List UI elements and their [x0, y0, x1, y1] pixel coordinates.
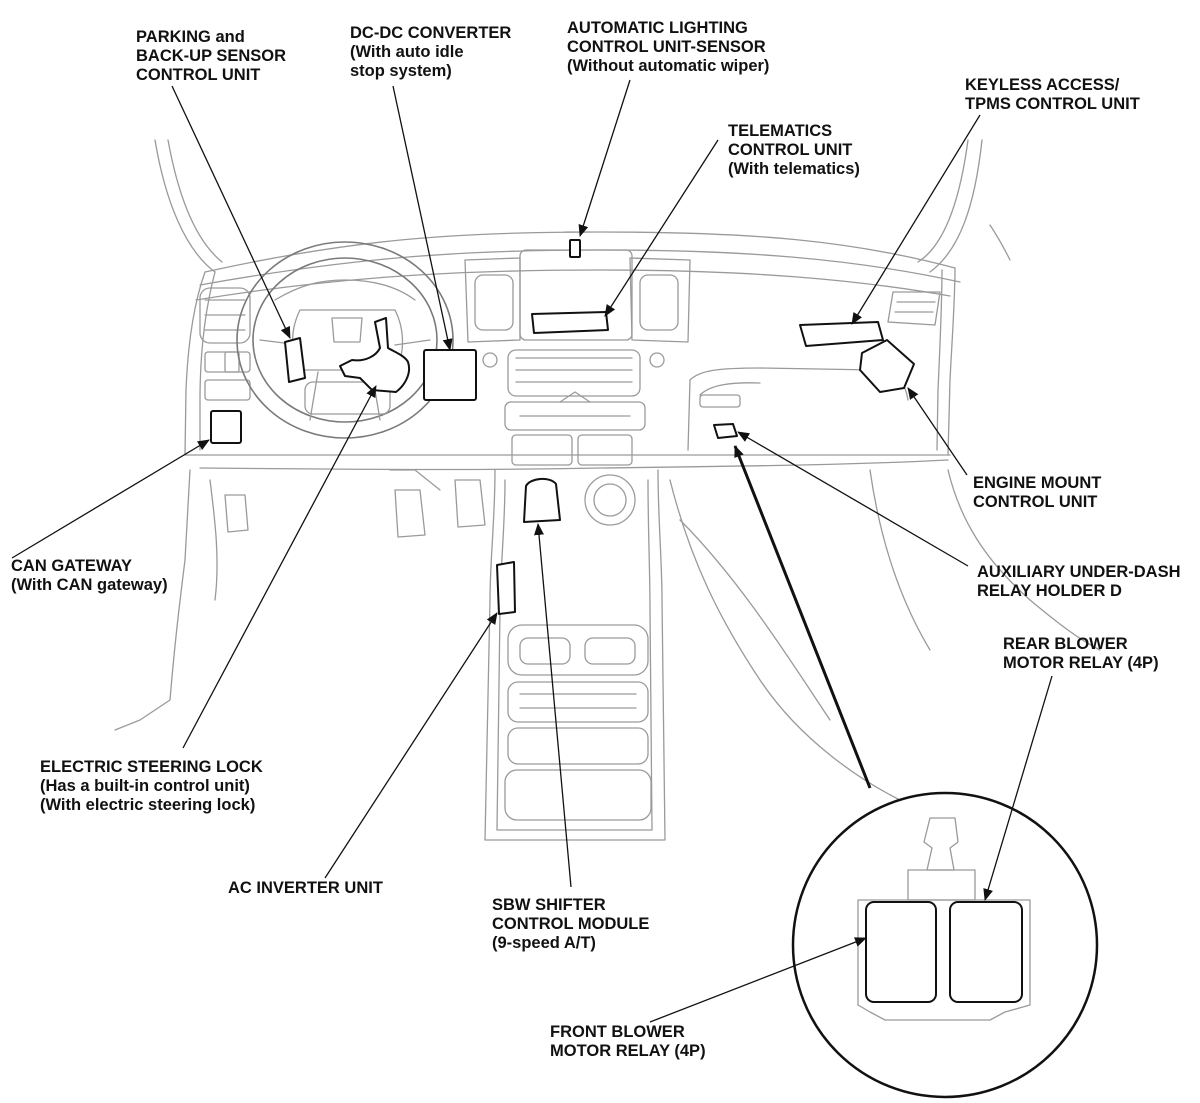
label-auto-lighting-sensor: AUTOMATIC LIGHTING CONTROL UNIT-SENSOR (…	[567, 19, 770, 75]
ac-inverter-unit	[496, 561, 516, 615]
parking-sensor-unit	[284, 337, 306, 383]
leader-ac-inverter	[324, 612, 498, 879]
label-can-gateway: CAN GATEWAY (With CAN gateway)	[11, 557, 168, 594]
leader-engine-mount	[907, 387, 968, 476]
label-front-blower-relay: FRONT BLOWER MOTOR RELAY (4P)	[550, 1023, 706, 1060]
leader-front-blower	[649, 937, 867, 1023]
engine-mount-unit	[859, 339, 915, 393]
leader-lines	[11, 79, 1053, 1023]
rear-blower-relay	[949, 901, 1023, 1003]
keyless-access-unit	[799, 321, 884, 347]
relay-detail-inset	[791, 791, 1099, 1099]
label-engine-mount: ENGINE MOUNT CONTROL UNIT	[973, 474, 1102, 511]
label-rear-blower-relay: REAR BLOWER MOTOR RELAY (4P)	[1003, 635, 1159, 672]
label-electric-steering-lock: ELECTRIC STEERING LOCK (Has a built-in c…	[40, 758, 263, 814]
label-dcdc-converter: DC-DC CONVERTER (With auto idle stop sys…	[350, 24, 512, 80]
leader-steering-lock	[182, 385, 377, 749]
leader-rear-blower	[983, 675, 1053, 901]
aux-relay-holder	[713, 423, 738, 439]
electric-steering-lock	[339, 317, 410, 393]
label-ac-inverter: AC INVERTER UNIT	[228, 879, 383, 897]
front-blower-relay	[865, 901, 937, 1003]
label-telematics: TELEMATICS CONTROL UNIT (With telematics…	[728, 122, 860, 178]
leader-aux-relay-holder	[737, 431, 969, 567]
sbw-shifter-module	[523, 478, 561, 523]
leader-telematics	[604, 139, 719, 317]
auto-lighting-sensor	[569, 239, 581, 258]
label-parking-backup-sensor: PARKING and BACK-UP SENSOR CONTROL UNIT	[136, 28, 287, 84]
leader-sbw-shifter	[534, 523, 572, 888]
leader-parking-sensor	[171, 85, 291, 339]
leader-keyless-access	[851, 114, 981, 325]
leader-can-gateway	[11, 439, 210, 559]
label-sbw-shifter: SBW SHIFTER CONTROL MODULE (9-speed A/T)	[492, 896, 650, 952]
telematics-control-unit	[531, 311, 609, 334]
can-gateway-unit	[210, 410, 242, 444]
label-keyless-access: KEYLESS ACCESS/ TPMS CONTROL UNIT	[965, 76, 1140, 113]
dashboard-outline	[114, 139, 1101, 841]
leader-detail-pointer	[733, 445, 872, 789]
leader-dcdc-converter	[392, 85, 453, 351]
leader-auto-lighting	[578, 79, 631, 237]
dcdc-converter	[423, 349, 477, 401]
components	[210, 239, 915, 615]
label-aux-relay-holder: AUXILIARY UNDER-DASH RELAY HOLDER D	[977, 563, 1181, 600]
